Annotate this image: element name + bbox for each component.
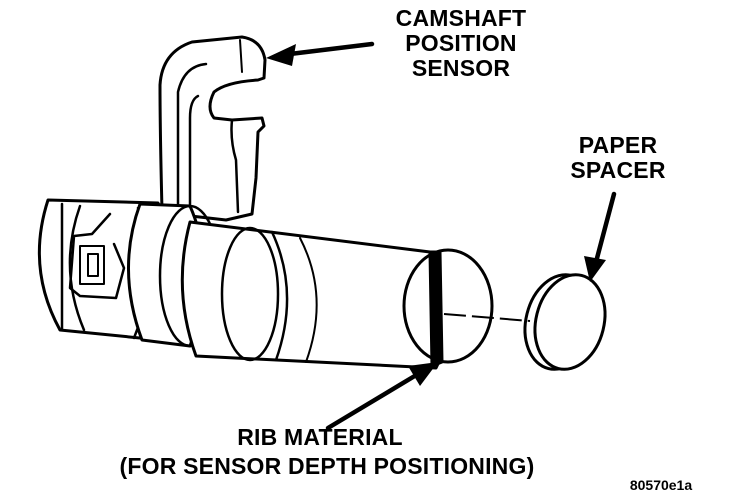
camshaft-label-line3: SENSOR xyxy=(411,54,511,81)
sensor-tip xyxy=(402,248,494,368)
arrow-camshaft xyxy=(266,41,375,66)
paper-spacer-label: PAPER SPACER xyxy=(548,133,688,183)
paper-label-line2: SPACER xyxy=(570,156,666,183)
rib-material-sublabel: (FOR SENSOR DEPTH POSITIONING) xyxy=(119,453,535,479)
rib-material-label: RIB MATERIAL xyxy=(237,424,403,450)
paper-label-line1: PAPER xyxy=(578,132,658,158)
alignment-line xyxy=(443,313,531,322)
camshaft-label-line1: CAMSHAFT xyxy=(395,5,527,31)
figure-code: 80570e1a xyxy=(629,477,693,493)
paper-spacer xyxy=(523,273,607,371)
camshaft-label-line2: POSITION xyxy=(405,29,517,56)
sensor-body xyxy=(180,220,453,370)
camshaft-position-sensor-label: CAMSHAFT POSITION SENSOR xyxy=(372,6,550,80)
mounting-bracket xyxy=(158,35,267,222)
arrow-paper-spacer xyxy=(584,191,617,282)
arrow-rib xyxy=(325,362,438,431)
